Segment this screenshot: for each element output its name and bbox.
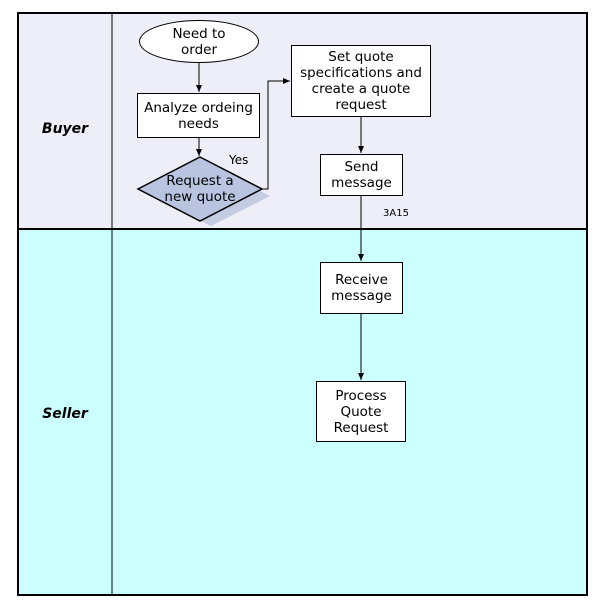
seller-lane	[17, 228, 588, 596]
yes-label: Yes	[229, 153, 249, 167]
start-node[interactable]: Need to order	[139, 20, 259, 63]
lane-label-seller: Seller	[42, 406, 88, 422]
receive-message-box[interactable]: Receive message	[320, 262, 403, 314]
send-message-box[interactable]: Send message	[320, 154, 403, 196]
connector-decision-setquote	[262, 78, 290, 190]
lane-label-buyer: Buyer	[41, 121, 89, 137]
decision-diamond[interactable]	[136, 156, 264, 222]
set-quote-box[interactable]: Set quote specifications and create a qu…	[291, 45, 431, 117]
message-code-label: 3A15	[383, 208, 409, 219]
analyze-needs-box[interactable]: Analyze ordeing needs	[137, 93, 260, 138]
decision-label: Request a new quote	[164, 173, 236, 205]
process-quote-box[interactable]: Process Quote Request	[316, 381, 406, 442]
